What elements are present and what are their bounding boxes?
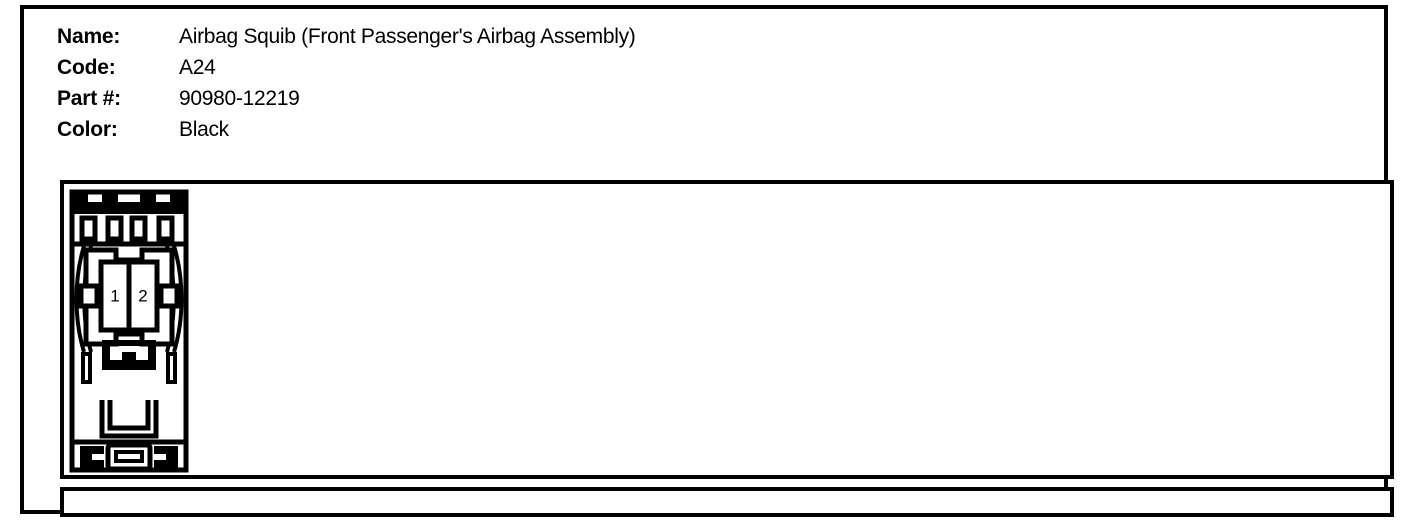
info-row-part-number: Part #: 90980-12219 bbox=[57, 87, 1057, 118]
info-value-color: Black bbox=[179, 118, 229, 141]
info-value-part-number: 90980-12219 bbox=[179, 87, 300, 110]
info-value-name: Airbag Squib (Front Passenger's Airbag A… bbox=[179, 25, 636, 48]
upper-opening-3 bbox=[129, 215, 148, 242]
info-label-code: Code: bbox=[57, 56, 116, 79]
base-right-bracket bbox=[154, 446, 178, 468]
upper-opening-2 bbox=[105, 215, 124, 242]
part-info-block: Name: Airbag Squib (Front Passenger's Ai… bbox=[57, 25, 1057, 149]
right-vent-slot bbox=[166, 352, 177, 384]
base-center-slot bbox=[114, 450, 144, 463]
info-row-code: Code: A24 bbox=[57, 56, 1057, 87]
connector-diagram-panel: 1 2 bbox=[60, 180, 1394, 479]
center-keying-notch bbox=[102, 340, 156, 370]
left-arc-outer bbox=[74, 245, 86, 353]
info-label-name: Name: bbox=[57, 25, 121, 48]
connector-face-view: 1 2 bbox=[64, 184, 194, 476]
info-row-name: Name: Airbag Squib (Front Passenger's Ai… bbox=[57, 25, 1057, 56]
terminal-number-2: 2 bbox=[138, 286, 147, 305]
right-retention-tab bbox=[158, 283, 180, 309]
lock-bracket-inner bbox=[107, 400, 151, 431]
connector-top-rim-notches bbox=[74, 194, 184, 214]
connector-drawing-svg: 1 2 bbox=[69, 189, 189, 473]
terminal-cavity-2 bbox=[126, 259, 160, 333]
upper-opening-1 bbox=[79, 215, 98, 242]
info-row-color: Color: Black bbox=[57, 118, 1057, 149]
left-retention-tab bbox=[78, 283, 100, 309]
lock-bracket-outer bbox=[99, 400, 159, 439]
terminal-number-1: 1 bbox=[110, 286, 119, 305]
base-left-bracket bbox=[80, 446, 104, 468]
notes-panel bbox=[60, 487, 1394, 517]
info-value-code: A24 bbox=[179, 56, 216, 79]
upper-opening-4 bbox=[156, 215, 175, 242]
left-vent-slot bbox=[81, 352, 92, 384]
outer-frame-border: Name: Airbag Squib (Front Passenger's Ai… bbox=[20, 5, 1394, 517]
info-label-part-number: Part #: bbox=[57, 87, 121, 110]
right-arc-outer bbox=[172, 245, 184, 353]
info-label-color: Color: bbox=[57, 118, 118, 141]
